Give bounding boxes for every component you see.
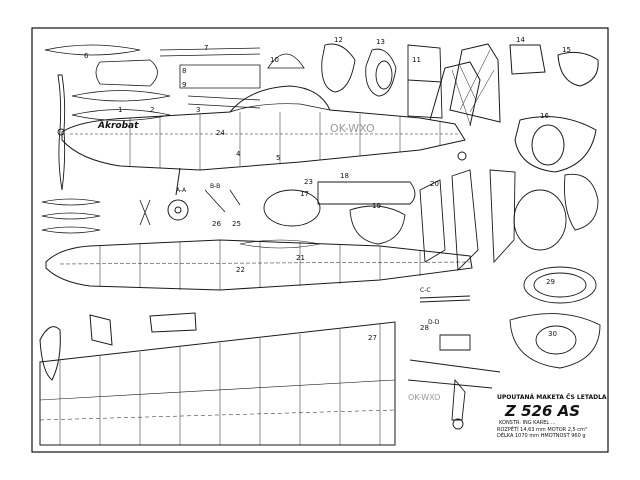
part-number: 30 [548,330,557,338]
section-mark: C-C [420,287,431,294]
part-number: 23 [304,178,313,186]
small-parts-left [41,189,241,234]
sheet-border [31,27,609,453]
part-number: 17 [300,190,309,198]
part-number: 20 [430,180,439,188]
spec-value: 960 g [571,433,586,439]
part-number-callouts: 1 2 3 4 5 6 7 8 9 10 11 12 13 14 15 16 1… [84,36,571,342]
part-number: 27 [368,334,377,342]
part-number: 24 [216,129,225,137]
part-number: 3 [196,106,200,114]
fuselage-top-view [45,239,473,291]
spec-value: 2,5 cm³ [567,427,587,433]
part-number: 12 [334,36,343,44]
spec-label: ROZPĚTÍ [497,427,519,433]
propeller [57,74,66,191]
wing-plan [39,312,396,446]
spec-label: DÉLKA [497,433,514,439]
part-number: 5 [276,154,280,162]
part-number: 14 [516,36,525,44]
part-number: 28 [420,324,429,332]
spec-value: 14,63 mm [520,427,546,433]
part-number: 18 [340,172,349,180]
part-number: 7 [204,44,208,52]
section-mark: D-D [428,319,440,326]
spec-table: ROZPĚTÍ 14,63 mm MOTOR 2,5 cm³ DÉLKA 107… [497,427,605,439]
part-number: 10 [270,56,279,64]
model-name: Z 526 AS [505,402,581,420]
nose-script: Akrobat [97,121,139,131]
title-subtitle: KONSTR: ING KAREL ... [499,420,556,426]
part-number: 21 [296,254,305,262]
part-number: 15 [562,46,571,54]
part-number: 16 [540,112,549,120]
cross-sections [263,169,599,272]
part-number: 13 [376,38,385,46]
spec-label: HMOTNOST [540,433,570,439]
part-number: 22 [236,266,245,274]
part-number: 8 [182,67,186,75]
lower-right-parts [407,266,601,430]
part-number: 11 [412,56,421,64]
part-number: 26 [212,220,221,228]
spec-label: MOTOR [547,427,567,433]
title-line: UPOUTANÁ MAKETA ČS LETADLA [497,394,607,401]
part-number: 4 [236,150,241,158]
cowl-formers [321,43,443,119]
part-number: 6 [84,52,89,60]
registration-side: OK-WXO [330,122,375,135]
registration-rudder: OK-WXO [408,393,440,402]
part-number: 19 [372,202,381,210]
part-number: 1 [118,106,122,114]
section-mark: A-A [176,187,187,194]
title-block: UPOUTANÁ MAKETA ČS LETADLA Z 526 AS KONS… [495,382,607,448]
part-number: 25 [232,220,241,228]
spec-value: 1070 mm [515,433,540,439]
part-number: 2 [150,106,154,114]
fuselage-side-view [61,61,481,221]
part-number: 9 [182,81,186,89]
section-mark: B-B [210,183,220,190]
tail-fin-top-right [449,43,599,173]
part-number: 29 [546,278,555,286]
